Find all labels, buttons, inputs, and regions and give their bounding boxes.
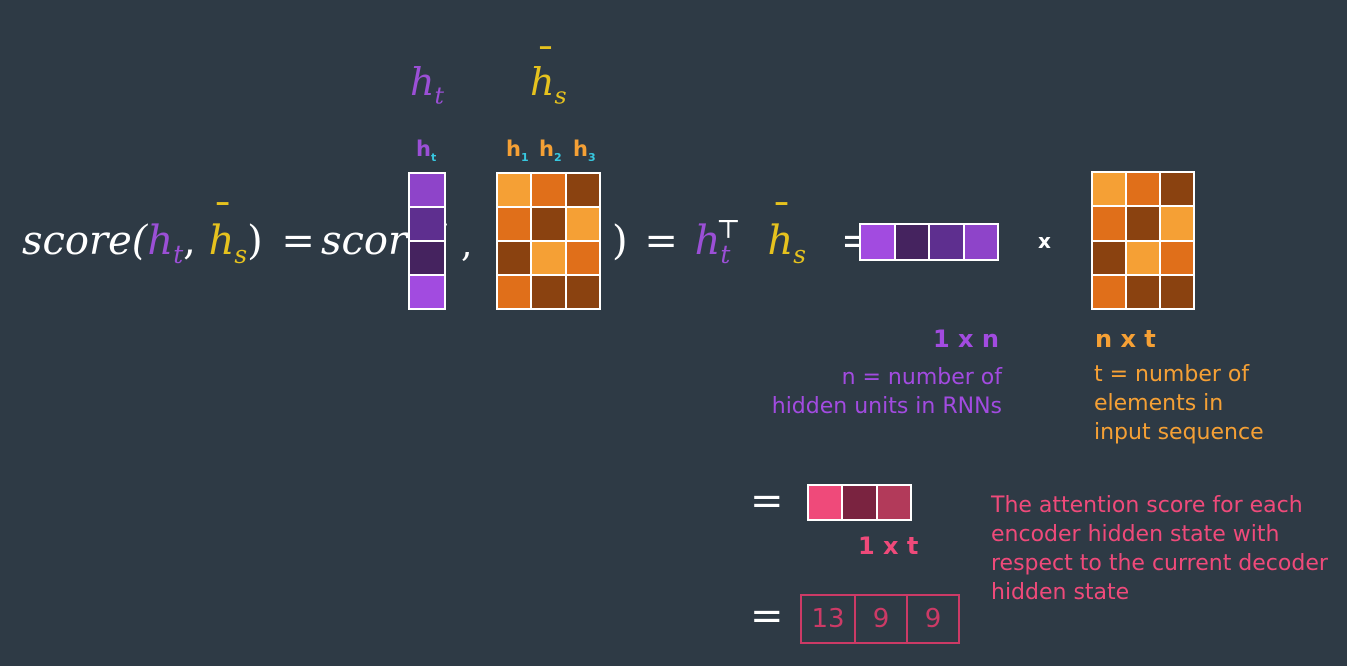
multiply-sign: x <box>1038 229 1051 253</box>
score-value: 9 <box>906 596 958 642</box>
matrix-cell <box>498 208 531 240</box>
matrix-cell <box>1161 173 1193 206</box>
hs-label-3: h3 <box>573 137 596 165</box>
vector-cell <box>410 242 444 274</box>
matrix-cell <box>1127 275 1159 308</box>
matrix-cell <box>532 208 565 240</box>
vector-cell <box>861 225 894 259</box>
result-row-vector <box>807 484 912 521</box>
result-dim: 1 x t <box>858 532 919 560</box>
matrix-cell <box>1161 275 1193 308</box>
hs-label-1: h1 <box>506 137 529 165</box>
matrix-cell <box>566 276 599 308</box>
values-equals: = <box>750 593 784 639</box>
ht-row-vector <box>859 223 999 261</box>
matrix-cell <box>532 276 565 308</box>
matrix-cell <box>1127 173 1159 206</box>
matrix-cell <box>532 174 565 206</box>
ht-column-vector <box>408 172 446 310</box>
ht-vector-label: ht <box>416 137 437 165</box>
bar-accent: ¯ <box>536 40 555 84</box>
score-values: 13 9 9 <box>800 594 960 644</box>
matrix-dim: n x t <box>1095 325 1156 353</box>
equation-lhs: score(ht, hs¯) =score( <box>22 196 447 269</box>
score-value: 13 <box>811 604 845 634</box>
vector-cell <box>843 486 876 519</box>
vector-cell <box>809 486 842 519</box>
vector-cell <box>877 486 910 519</box>
vector-cell <box>410 174 444 206</box>
matrix-cell <box>1093 173 1125 206</box>
matrix-cell <box>1161 241 1193 274</box>
matrix-cell <box>532 242 565 274</box>
matrix-cell <box>498 276 531 308</box>
title-ht: ht <box>410 60 444 110</box>
row-vector-dim: 1 x n <box>933 325 999 353</box>
equation-middle: ) = ht⊤ hs¯ = <box>612 196 875 269</box>
vector-cell <box>930 225 963 259</box>
matrix-cell <box>1093 275 1125 308</box>
matrix-note: t = number of elements in input sequence <box>1094 362 1264 445</box>
matrix-cell <box>1093 207 1125 240</box>
vector-cell <box>410 276 444 308</box>
matrix-cell <box>566 208 599 240</box>
attention-note: The attention score for each encoder hid… <box>991 493 1328 605</box>
result-equals: = <box>750 478 784 524</box>
vector-cell <box>895 225 928 259</box>
matrix-cell <box>566 242 599 274</box>
matrix-cell <box>1127 241 1159 274</box>
matrix-cell <box>498 174 531 206</box>
matrix-cell <box>1161 207 1193 240</box>
matrix-cell <box>566 174 599 206</box>
hs-label-2: h2 <box>539 137 562 165</box>
vector-cell <box>410 208 444 240</box>
matrix-cell <box>498 242 531 274</box>
matrix-cell <box>1127 207 1159 240</box>
hs-matrix-right <box>1091 171 1195 310</box>
vector-cell <box>964 225 997 259</box>
row-vector-note: n = number of hidden units in RNNs <box>771 365 1002 419</box>
matrix-cell <box>1093 241 1125 274</box>
title-hs: ¯ hs <box>530 40 567 110</box>
hs-matrix <box>496 172 601 310</box>
score-value: 9 <box>854 596 906 642</box>
separator-comma: , <box>461 224 473 265</box>
